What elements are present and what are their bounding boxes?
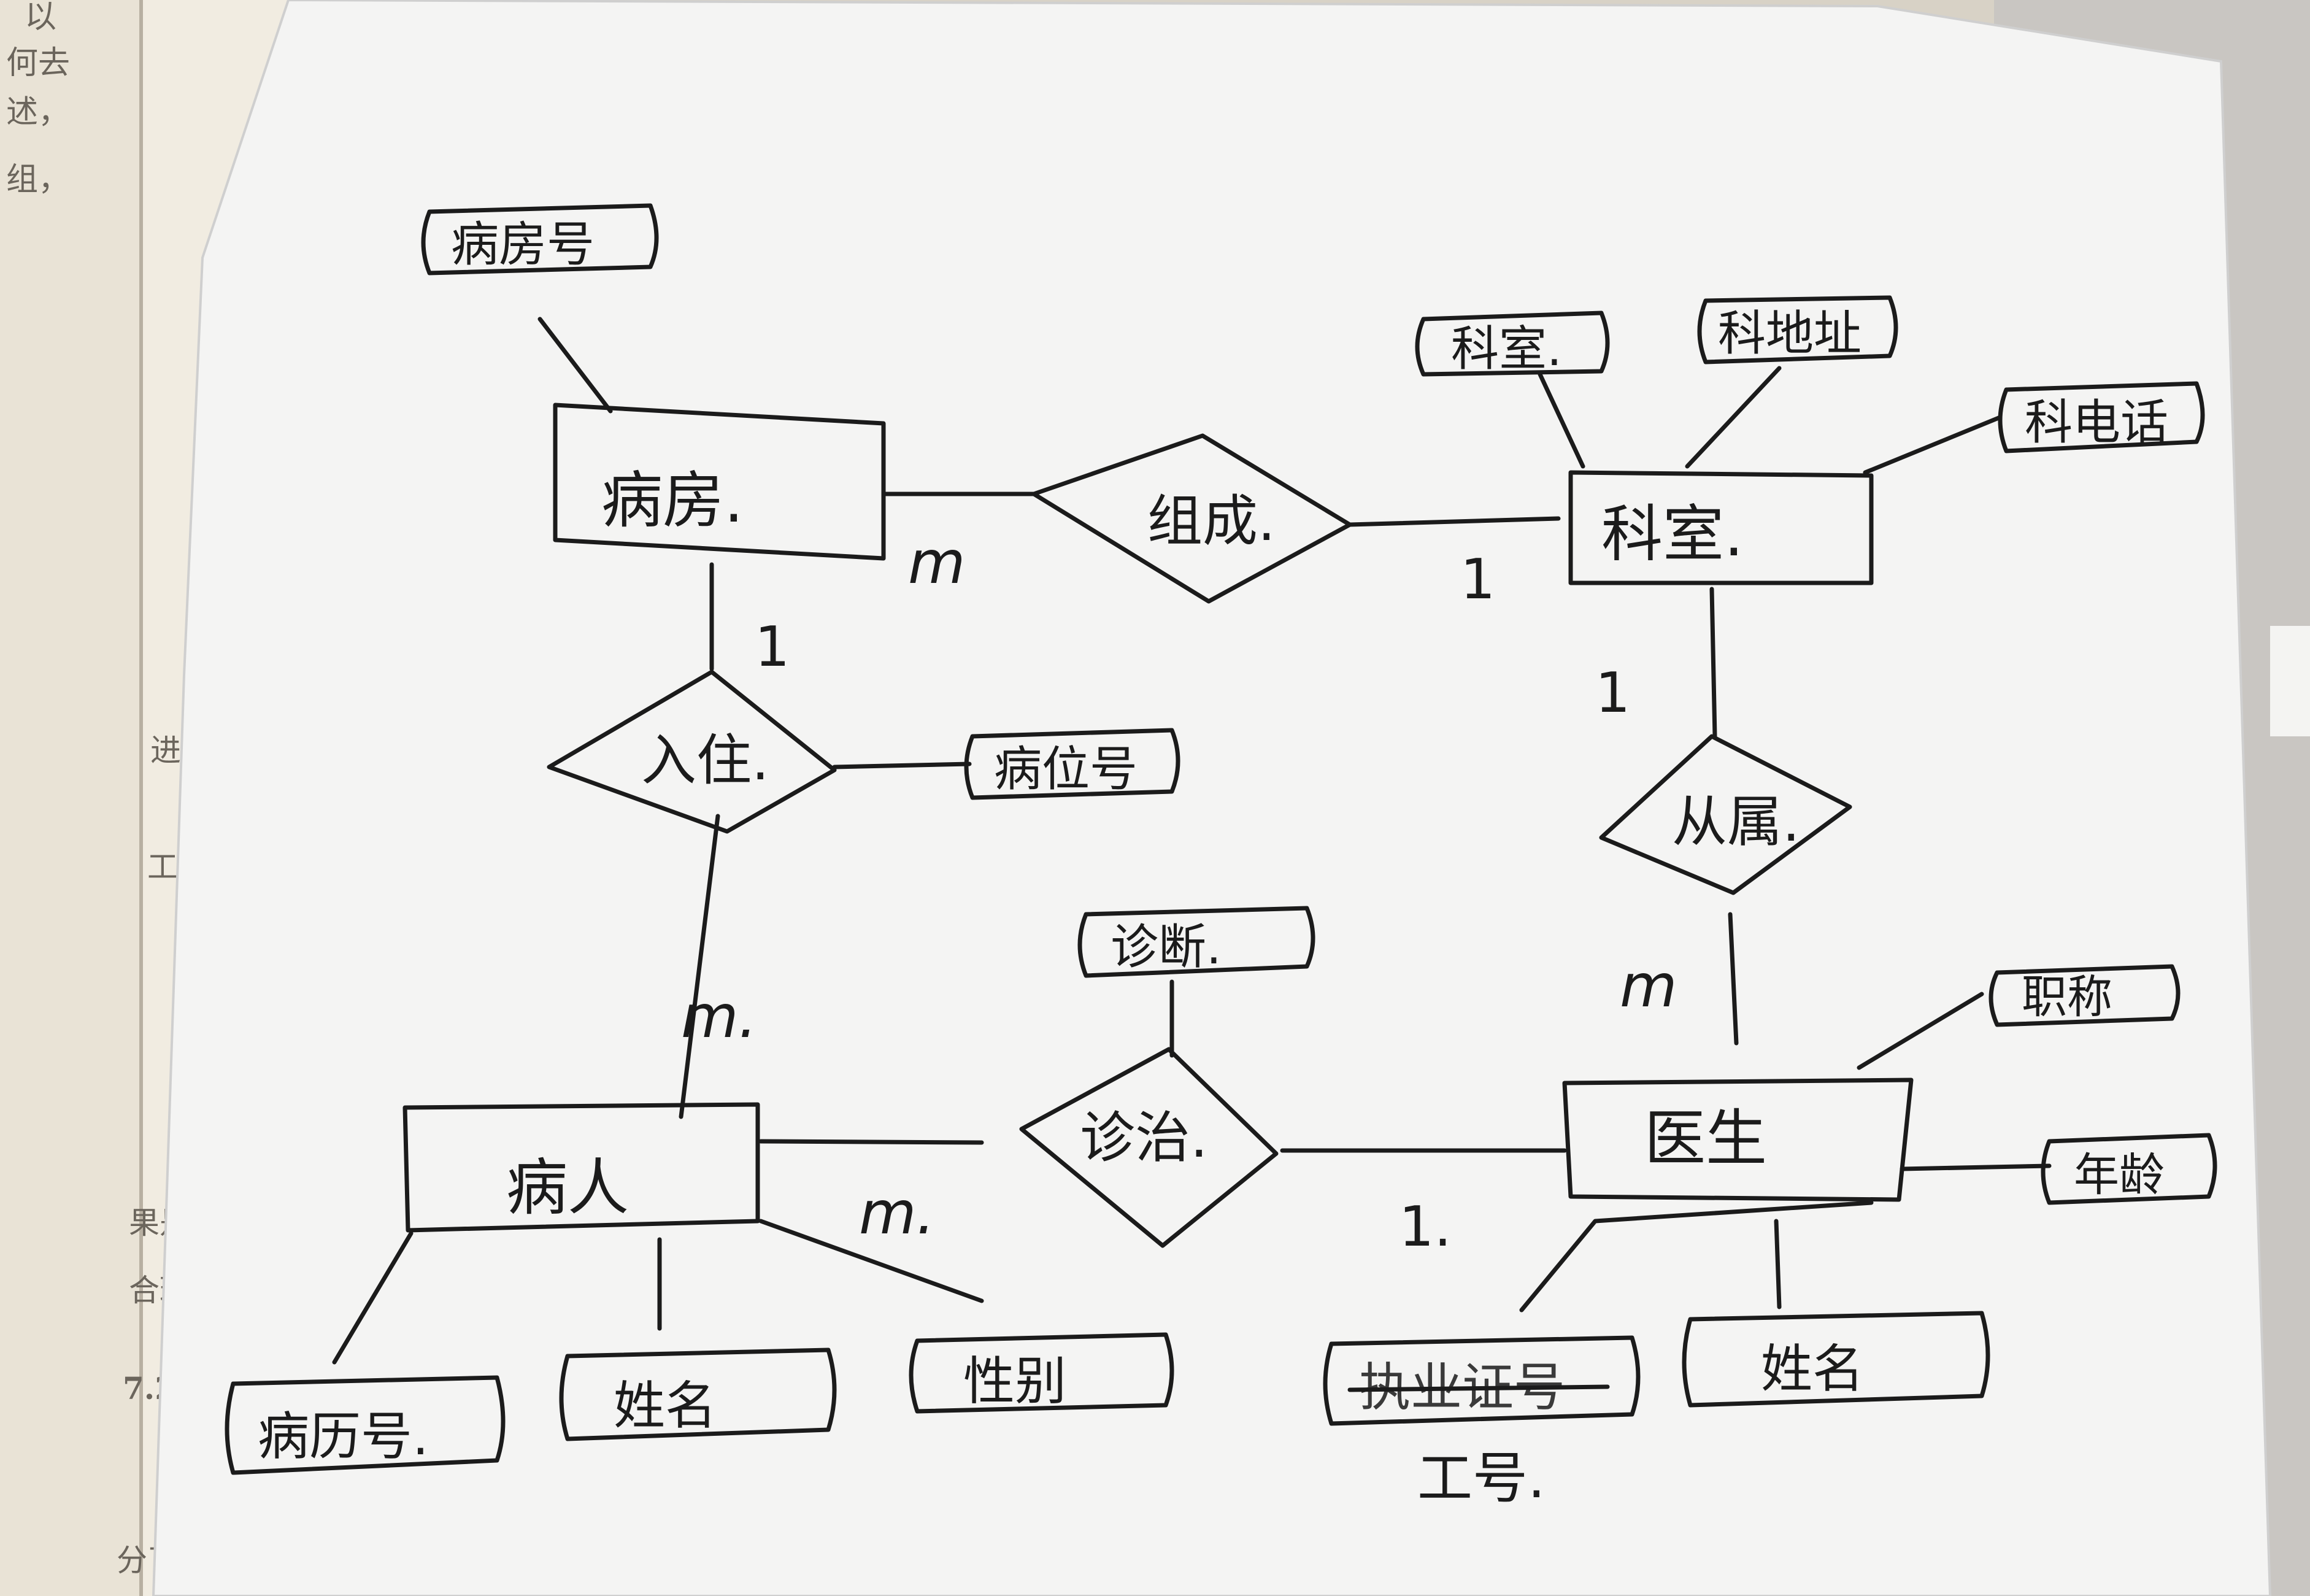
attr-cert-no-strike [1347,1384,1610,1392]
attr-record-no: 病历号. [225,1375,506,1475]
card-ward-stay: 1 [755,615,790,679]
attr-bed-no-label: 病位号 [994,742,1138,797]
entity-ward-box [553,403,886,561]
attr-record-no-shape [225,1375,506,1475]
attr-dept-name: 科室. [1415,310,1610,377]
attr-dept-phone-shape [1998,381,2205,453]
entity-department-label: 科室. [1601,498,1744,570]
relationship-compose-label: 组成. [1147,489,1276,553]
entity-doctor-box [1562,1077,1914,1202]
card-patient-stay: m. [681,982,757,1051]
cardinalities: m 1 1 m. 1 m m. 1. [681,528,1677,1259]
attr-age: 年龄 [2041,1133,2217,1205]
relationship-stay-label: 入住. [641,728,769,793]
attr-patient-gender: 性别 [909,1332,1174,1414]
attr-doctor-name: 姓名 [1682,1311,1990,1408]
link-doctor-title [1857,992,1984,1070]
link-stay-patient [679,814,720,1119]
attr-ward-no: 病房号 [421,203,659,276]
attr-title: 职称 [1989,964,2181,1027]
link-deptname-dept [1538,372,1585,469]
attr-diagnosis-shape [1077,906,1315,978]
attr-cert-no: 执业证号 工号. [1323,1335,1641,1511]
relationship-stay: 入住. [547,669,837,834]
relationship-diagnose: 诊治. [1019,1047,1279,1248]
card-doctor-diagnose: 1. [1399,1195,1452,1259]
background-object [2270,626,2310,736]
link-wardno-ward [537,317,613,414]
link-patient-diagnose [758,1139,984,1145]
relationship-compose: 组成. [1031,433,1352,604]
entity-department: 科室. [1568,470,1874,585]
attr-age-shape [2041,1133,2217,1205]
relationship-belong: 从属. [1599,734,1852,895]
card-doctor-belong: m [1620,952,1677,1020]
entity-patient-box [402,1102,760,1233]
entity-ward-label: 病房. [601,465,744,536]
connection-lines [332,317,2052,1365]
entity-patient-label: 病人 [506,1152,629,1224]
link-deptphone-dept [1863,415,2003,475]
entity-doctor-label: 医生 [1644,1103,1767,1174]
attr-patient-name: 姓名 [559,1347,837,1441]
attr-dept-name-label: 科室. [1451,322,1562,377]
book-left-page [0,0,141,1596]
attr-title-label: 职称 [2022,971,2112,1024]
attr-dept-phone: 科电话 [1998,381,2205,453]
entity-doctor: 医生 [1562,1077,1914,1202]
attr-patient-gender-label: 性别 [963,1351,1066,1411]
attr-bed-no: 病位号 [964,728,1180,800]
relationship-diagnose-label: 诊治. [1080,1106,1208,1170]
link-doctor-staffno [1519,1200,1874,1313]
attr-record-no-label: 病历号. [258,1406,429,1467]
book-line-1: 以 [25,0,56,36]
attr-cert-no-shape [1323,1335,1641,1426]
book-line-4: 组， [6,161,70,198]
relationship-stay-diamond [547,669,837,834]
relationship-belong-diamond [1599,734,1852,895]
attr-patient-gender-shape [909,1332,1174,1414]
link-belong-doctor [1728,912,1739,1046]
attr-dept-address-shape [1697,295,1898,364]
link-doctor-age [1900,1163,2052,1171]
relationship-belong-label: 从属. [1672,790,1800,854]
link-compose-dept [1347,516,1561,527]
attr-doctor-name-shape [1682,1311,1990,1408]
link-deptaddr-dept [1685,366,1782,469]
card-dept-belong: 1 [1595,661,1630,725]
attr-staff-no-label: 工号. [1417,1446,1546,1511]
card-ward-compose: m [908,528,966,597]
entity-department-box [1568,470,1874,585]
attr-diagnosis-label: 诊断. [1111,920,1222,975]
attr-patient-name-label: 姓名 [614,1376,717,1436]
attr-ward-no-label: 病房号 [451,217,595,272]
attr-dept-phone-label: 科电话 [2025,395,2168,450]
entity-patient: 病人 [402,1102,760,1233]
book-line-2: 何去 [6,45,70,82]
attr-dept-address: 科地址 [1697,295,1898,364]
link-stay-bedno [832,761,972,769]
relationship-compose-diamond [1031,433,1352,604]
attr-diagnosis: 诊断. [1077,906,1315,978]
link-dept-belong [1709,587,1717,739]
attr-bed-no-shape [964,728,1180,800]
card-patient-diagnose: m. [859,1179,935,1247]
relationship-diagnose-diamond [1019,1047,1279,1248]
attr-dept-name-shape [1415,310,1610,377]
link-patient-gender [758,1219,984,1303]
card-dept-compose: 1 [1460,547,1495,612]
attr-title-shape [1989,964,2181,1027]
attr-patient-name-shape [559,1347,837,1441]
attr-doctor-name-label: 姓名 [1761,1339,1864,1399]
link-doctor-name [1774,1219,1782,1309]
entity-ward: 病房. [553,403,886,561]
attr-dept-address-label: 科地址 [1718,306,1861,361]
attr-age-label: 年龄 [2074,1149,2165,1201]
book-line-3: 述， [6,94,70,131]
attr-ward-no-shape [421,203,659,276]
link-patient-recordno [332,1231,414,1365]
